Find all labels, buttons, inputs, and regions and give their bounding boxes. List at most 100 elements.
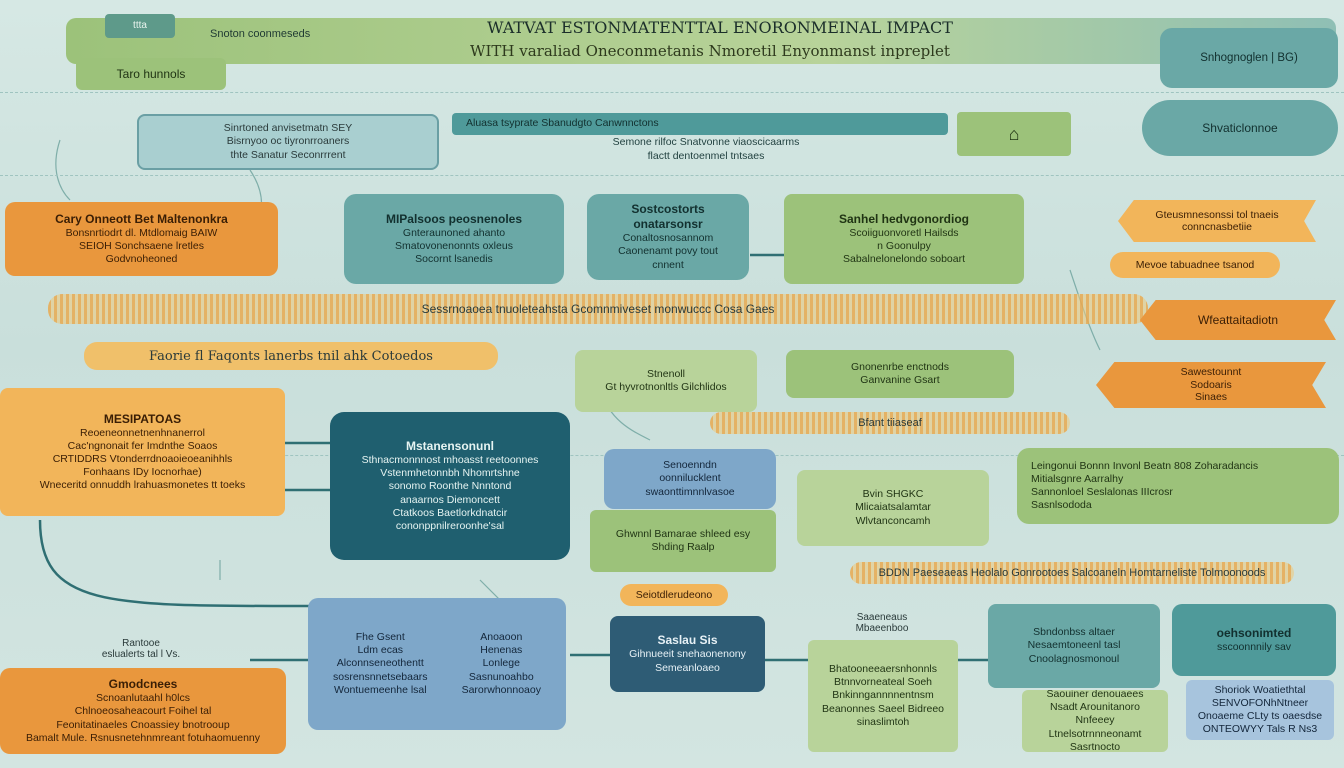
row5-blue-dark: Saslau Sis Gihnueeit snehaonenony Semean… [610, 616, 765, 692]
row5-blue-line: Wontuemeenhe lsal [333, 683, 427, 696]
divider-line [0, 92, 1344, 93]
row3-orange-right-line: Sinaes [1194, 391, 1228, 404]
row1-mid-band: Aluasa tsyprate Sbanudgto Canwnnctons [452, 113, 948, 135]
row2-teal-b-title: Sostcostorts onatarsonsr [631, 202, 705, 232]
header-right-badge-label: Shvaticlonnoe [1202, 120, 1278, 135]
row5-blue-line: Anoaoon [480, 631, 523, 644]
row5-blue-line: Ldm ecas [357, 644, 404, 657]
row5-blue-right: Shoriok Woatiethtal SENVOFONhNtneer Onoa… [1186, 680, 1334, 740]
row4-green-a-line: Shding Raalp [651, 541, 715, 553]
row5-blue-dark-line: Gihnueeit snehaonenony [629, 648, 746, 661]
row4-green-right: Leingonui Bonnn Invonl Beatn 808 Zoharad… [1017, 448, 1339, 524]
row4-green-right-line: Mitialsgnre Aarralhy [1031, 472, 1124, 485]
page-subtitle: WITH varaliad Oneconmetanis Nmoretil Eny… [470, 42, 950, 60]
row1-mid-line: flactt dentoenmel tntsaes [647, 150, 765, 162]
divider-line [0, 175, 1344, 176]
row3-orange-right-line: Sodoaris [1190, 378, 1232, 391]
row4-blue-a-line: Senoenndn [663, 459, 717, 472]
row5-blue-right-line: Shoriok Woatiethtal [1214, 683, 1306, 696]
row5-teal-right: oehsonimted sscoonnnily sav [1172, 604, 1336, 676]
factors-band-label: Faorie fl Faqonts lanerbs tnil ahk Cotoe… [149, 348, 433, 364]
row4-teal-dark-line: Ctatkoos Baetlorkdnatcir [392, 506, 508, 519]
row5-blue-line: Alconnseneothentt [336, 657, 424, 670]
row5-orange-left: Gmodcnees Scnoanlutaahl h0lcs Chlnoeosah… [0, 668, 286, 754]
row4-blue-a-line: oonnilucklent [659, 472, 721, 485]
row5-green-mid-line: Btnnvorneateal Soeh [833, 676, 933, 689]
row5-orange-left-line: Scnoanlutaahl h0lcs [96, 692, 190, 705]
long-band-label: Sessrnoaoea tnuoleteahsta Gcomnmiveset m… [421, 302, 775, 316]
row4-teal-dark-line: Sthnacmonnnost mhoasst reetoonnes [361, 454, 539, 467]
row5-orange-left-line: Feonitatinaeles Cnoassiey bnotrooup [56, 718, 230, 731]
row1-mid-line: Aluasa tsyprate Sbanudgto Canwnnctons [466, 117, 659, 130]
row1-left-box: Sinrtoned anvisetmatn SEY Bisrnyoo oc ti… [137, 114, 439, 170]
bottom-band-left-label: Seiotdlerudeono [635, 589, 713, 601]
row2-orange-right-2-label: Mevoe tabuadnee tsanod [1135, 259, 1255, 271]
row4-green-right-line: Leingonui Bonnn Invonl Beatn 808 Zoharad… [1031, 459, 1259, 472]
row4-green-b-line: Wlvtanconcamh [855, 514, 931, 527]
row4-teal-dark: Mstanensonunl Sthnacmonnnost mhoasst ree… [330, 412, 570, 560]
header-left-pill-label: Taro hunnols [116, 66, 186, 81]
row4-blue-a: Senoenndn oonnilucklent swaonttimnnlvaso… [604, 449, 776, 509]
row5-teal-right-line: sscoonnnily sav [1216, 640, 1292, 653]
row4-green-a-line: Ghwnnl Bamarae shleed esy [615, 527, 751, 540]
row5-teal-a-line: Nesaemtoneenl tasl [1027, 639, 1121, 652]
row2-green-c-line: Scoiiguonvoretl Hailsds [849, 226, 959, 239]
header-left-label: Snoton coonmeseds [210, 28, 311, 40]
row3-green-b-line: Gnonenrbe enctnods [850, 360, 950, 373]
row5-orange-left-line: Chlnoeosaheacourt Foihel tal [74, 705, 212, 718]
page-title: WATVAT ESTONMATENTTAL ENORONMEINAL IMPAC… [487, 18, 953, 37]
row5-green-b-line: Ltnelsotrnnneonamt [1048, 727, 1142, 740]
row4-band-right: Bfant tiiaseaf [710, 412, 1070, 434]
row2-orange-left-line: Godvnoheoned [105, 253, 178, 266]
row5-blue-right-line: SENVOFONhNtneer [1211, 696, 1309, 709]
row5-teal-a: Sbndonbss altaer Nesaemtoneenl tasl Cnoo… [988, 604, 1160, 688]
row4-teal-dark-line: Vstenmhetonnbh Nhomrtshne [380, 467, 520, 480]
row2-orange-right-3-label: Wfeattaitadiotn [1197, 313, 1279, 327]
row4-green-b-line: Bvin SHGKC [862, 488, 924, 501]
row4-green-a: Ghwnnl Bamarae shleed esy Shding Raalp [590, 510, 776, 572]
row2-green-c-line: Sabalnelonelondo soboart [842, 253, 966, 266]
bottom-band: BDDN Paeseaeas Heolalo Gonrootoes Salcoa… [850, 562, 1294, 584]
row3-orange-right: Sawestounnt Sodoaris Sinaes [1096, 362, 1326, 408]
header-tab-label: ttta [133, 19, 147, 31]
row2-green-c-title: Sanhel hedvgonordiog [838, 211, 969, 226]
row5-blue-line: Lonlege [482, 657, 520, 670]
row3-green-a: Stnenoll Gt hyvrotnonltls Gilchlidos [575, 350, 757, 412]
header-right-pill: Snhognoglen | BG) [1160, 28, 1338, 88]
row5-left-label-line: eslualerts tal l Vs. [101, 649, 181, 660]
row4-green-right-line: Sasnlsododa [1031, 499, 1092, 512]
row5-orange-left-title: Gmodcnees [108, 677, 178, 692]
row5-blue-line: Sarorwhonnoaoy [461, 683, 541, 696]
row1-left-line: thte Sanatur Seconrrrent [230, 148, 346, 161]
row2-orange-right-3: Wfeattaitadiotn [1140, 300, 1336, 340]
row5-teal-a-line: Cnoolagnosmonoul [1028, 652, 1120, 665]
row4-orange-big-line: CRTIDDRS Vtonderrdnoaoieoeanihhls [52, 452, 233, 465]
row1-mid-line: Semone rilfoc Snatvonne viaoscicaarms [612, 136, 800, 148]
row2-teal-b-line: cnnent [652, 258, 684, 271]
header-right-badge: Shvaticlonnoe [1142, 100, 1338, 156]
bottom-band-label: BDDN Paeseaeas Heolalo Gonrootoes Salcoa… [878, 567, 1266, 579]
row2-teal-b-line: Caonenamt povy tout [618, 245, 718, 258]
row3-green-b: Gnonenrbe enctnods Ganvanine Gsart [786, 350, 1014, 398]
field-icon: ⌂ [1008, 123, 1020, 144]
row2-teal-a-line: Smatovonenonnts oxleus [395, 239, 513, 252]
row5-blue-dark-line: Semeanloaeo [655, 661, 720, 674]
header-banner [66, 18, 1336, 64]
row5-teal-right-line: oehsonimted [1216, 625, 1292, 640]
row5-blue-right-line: ONTEOWYY Tals R Ns3 [1202, 723, 1318, 736]
row2-orange-left-title: Cary Onneott Bet Maltenonkra [55, 211, 228, 226]
row2-green-c-line: n Goonulpy [877, 239, 931, 252]
row5-green-mid-top-line: Mbaeenboo [855, 623, 909, 634]
row2-orange-right-1-label: Gteusmnesonssi tol tnaeis conncnasbetiie [1155, 209, 1279, 233]
row5-blue-line: Henenas [480, 644, 523, 657]
row1-right-image: ⌂ [957, 112, 1071, 156]
row5-blue-main: Fhe Gsent Ldm ecas Alconnseneothentt sos… [308, 598, 566, 730]
row5-green-b-line: Sasrtnocto [1069, 740, 1121, 752]
row3-green-a-line: Stnenoll [647, 367, 685, 380]
row4-orange-big-line: Fonhaans IDy Iocnorhae) [83, 466, 202, 479]
row2-orange-left: Cary Onneott Bet Maltenonkra Bonsnrtiodr… [5, 202, 278, 276]
row5-green-b-line: Nsadt Arounitanoro Nnfeeey [1050, 701, 1140, 727]
row4-orange-big-title: MESIPATOAS [103, 411, 182, 426]
row4-orange-big-line: Reoeneonnetnenhnanerrol [80, 426, 205, 439]
